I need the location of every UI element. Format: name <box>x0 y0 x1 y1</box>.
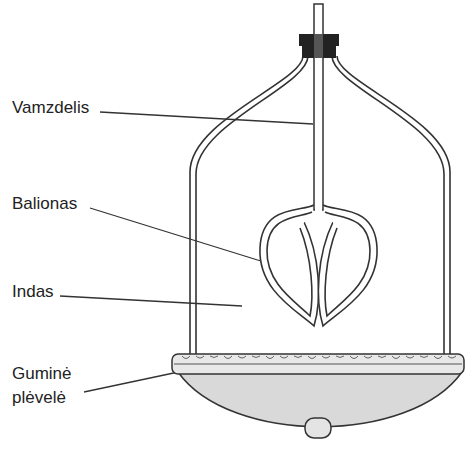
membrane-wrinkle <box>308 356 316 359</box>
membrane-wrinkle <box>224 356 232 359</box>
membrane-wrinkle <box>196 356 204 358</box>
membrane-wrinkle <box>336 356 344 358</box>
membrane-wrinkle <box>448 356 456 358</box>
tube <box>314 4 323 210</box>
membrane-wrinkle <box>280 356 288 358</box>
balloons <box>260 198 377 326</box>
membrane-wrinkle <box>406 356 414 358</box>
membrane-wrinkle <box>322 356 330 358</box>
membrane-wrinkle <box>378 356 386 358</box>
part-label: Indas <box>12 280 122 304</box>
membrane-wrinkle <box>434 356 442 359</box>
membrane-wrinkle <box>182 356 190 359</box>
leader-lines <box>60 112 313 392</box>
membrane-wrinkle <box>364 356 372 358</box>
membrane-wrinkle <box>350 356 358 359</box>
rubber-membrane <box>172 354 464 438</box>
part-label: Vamzdelis <box>12 96 122 120</box>
membrane-wrinkle <box>392 356 400 359</box>
membrane-wrinkle <box>252 356 260 358</box>
stopper <box>299 34 339 58</box>
membrane-wrinkle <box>420 356 428 358</box>
membrane-wrinkle <box>294 356 302 358</box>
membrane-wrinkle <box>238 356 246 358</box>
part-label: Balionas <box>12 192 122 216</box>
part-label: Guminė plėvelė <box>12 362 84 410</box>
membrane-wrinkle <box>210 356 218 358</box>
membrane-wrinkle <box>266 356 274 359</box>
